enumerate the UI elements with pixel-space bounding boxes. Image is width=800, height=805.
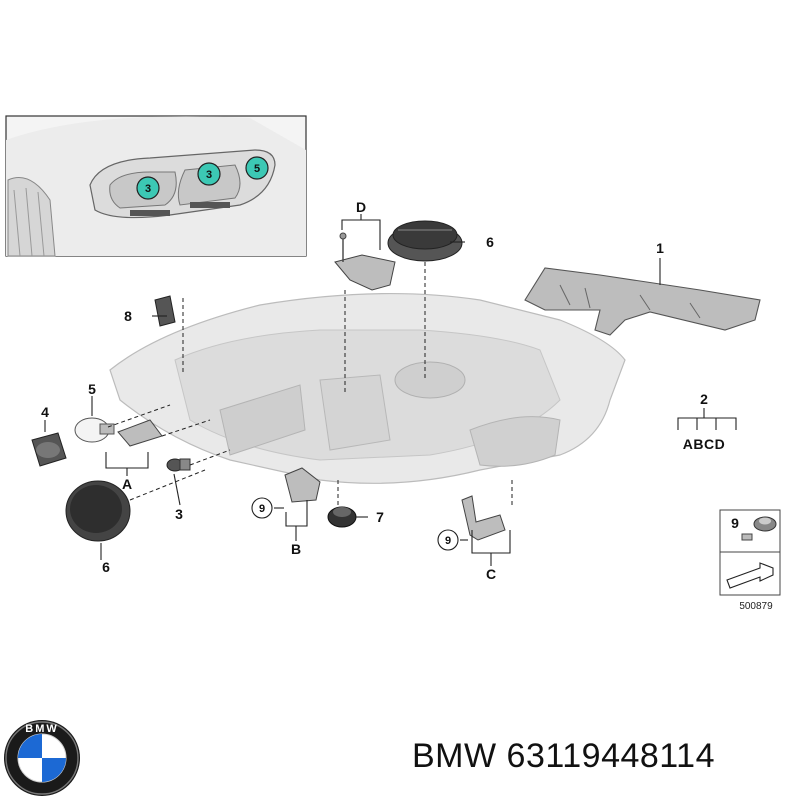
callout-lines — [44, 214, 737, 566]
part-6-cover-top — [387, 220, 463, 262]
part-5-bulb — [74, 417, 115, 443]
part-3-bulb — [166, 458, 191, 472]
svg-text:3: 3 — [206, 169, 212, 181]
footer-part-number: 63119448114 — [506, 737, 716, 775]
inset-callout-3: 5 — [245, 156, 269, 180]
svg-text:5: 5 — [254, 163, 260, 175]
callout-3: 3 — [175, 506, 183, 522]
headlight-housing — [109, 293, 626, 484]
svg-text:3: 3 — [145, 183, 151, 195]
letter-c: C — [486, 566, 496, 582]
part-b-bracket — [284, 467, 321, 503]
callout-1: 1 — [656, 240, 664, 256]
group-label-abcd: ABCD — [683, 436, 725, 452]
part-c-bracket — [461, 495, 506, 541]
footer-text: BMW 63119448114 — [412, 737, 715, 776]
reference-box-number: 9 — [731, 515, 739, 531]
callout-5: 5 — [88, 381, 96, 397]
callout-2: 2 — [700, 391, 708, 407]
svg-text:9: 9 — [445, 535, 451, 547]
callout-9-right: 9 — [437, 529, 459, 551]
part-8-clip — [154, 295, 176, 327]
inset-callout-1: 3 — [136, 176, 160, 200]
callout-7: 7 — [376, 509, 384, 525]
part-d-bracket — [334, 232, 396, 291]
letter-b: B — [291, 541, 301, 557]
svg-text:9: 9 — [259, 503, 265, 515]
callout-6-left: 6 — [102, 559, 110, 575]
part-1-bracket — [524, 267, 761, 336]
svg-text:BMW: BMW — [25, 723, 59, 735]
bmw-logo: BMW — [4, 720, 80, 796]
inset-callout-2: 3 — [197, 162, 221, 186]
part-6-cover-left — [65, 480, 131, 542]
letter-a: A — [122, 476, 132, 492]
reference-box: 9 — [719, 509, 781, 596]
callout-6-top: 6 — [486, 234, 494, 250]
letter-d: D — [356, 199, 366, 215]
part-4-socket — [31, 432, 67, 467]
callout-4: 4 — [41, 404, 49, 420]
part-7-grommet — [327, 506, 357, 528]
callout-9-middle: 9 — [251, 497, 273, 519]
callout-8: 8 — [124, 308, 132, 324]
leader-lines — [107, 262, 513, 505]
reference-code: 500879 — [739, 601, 773, 612]
footer-brand: BMW — [412, 737, 497, 775]
